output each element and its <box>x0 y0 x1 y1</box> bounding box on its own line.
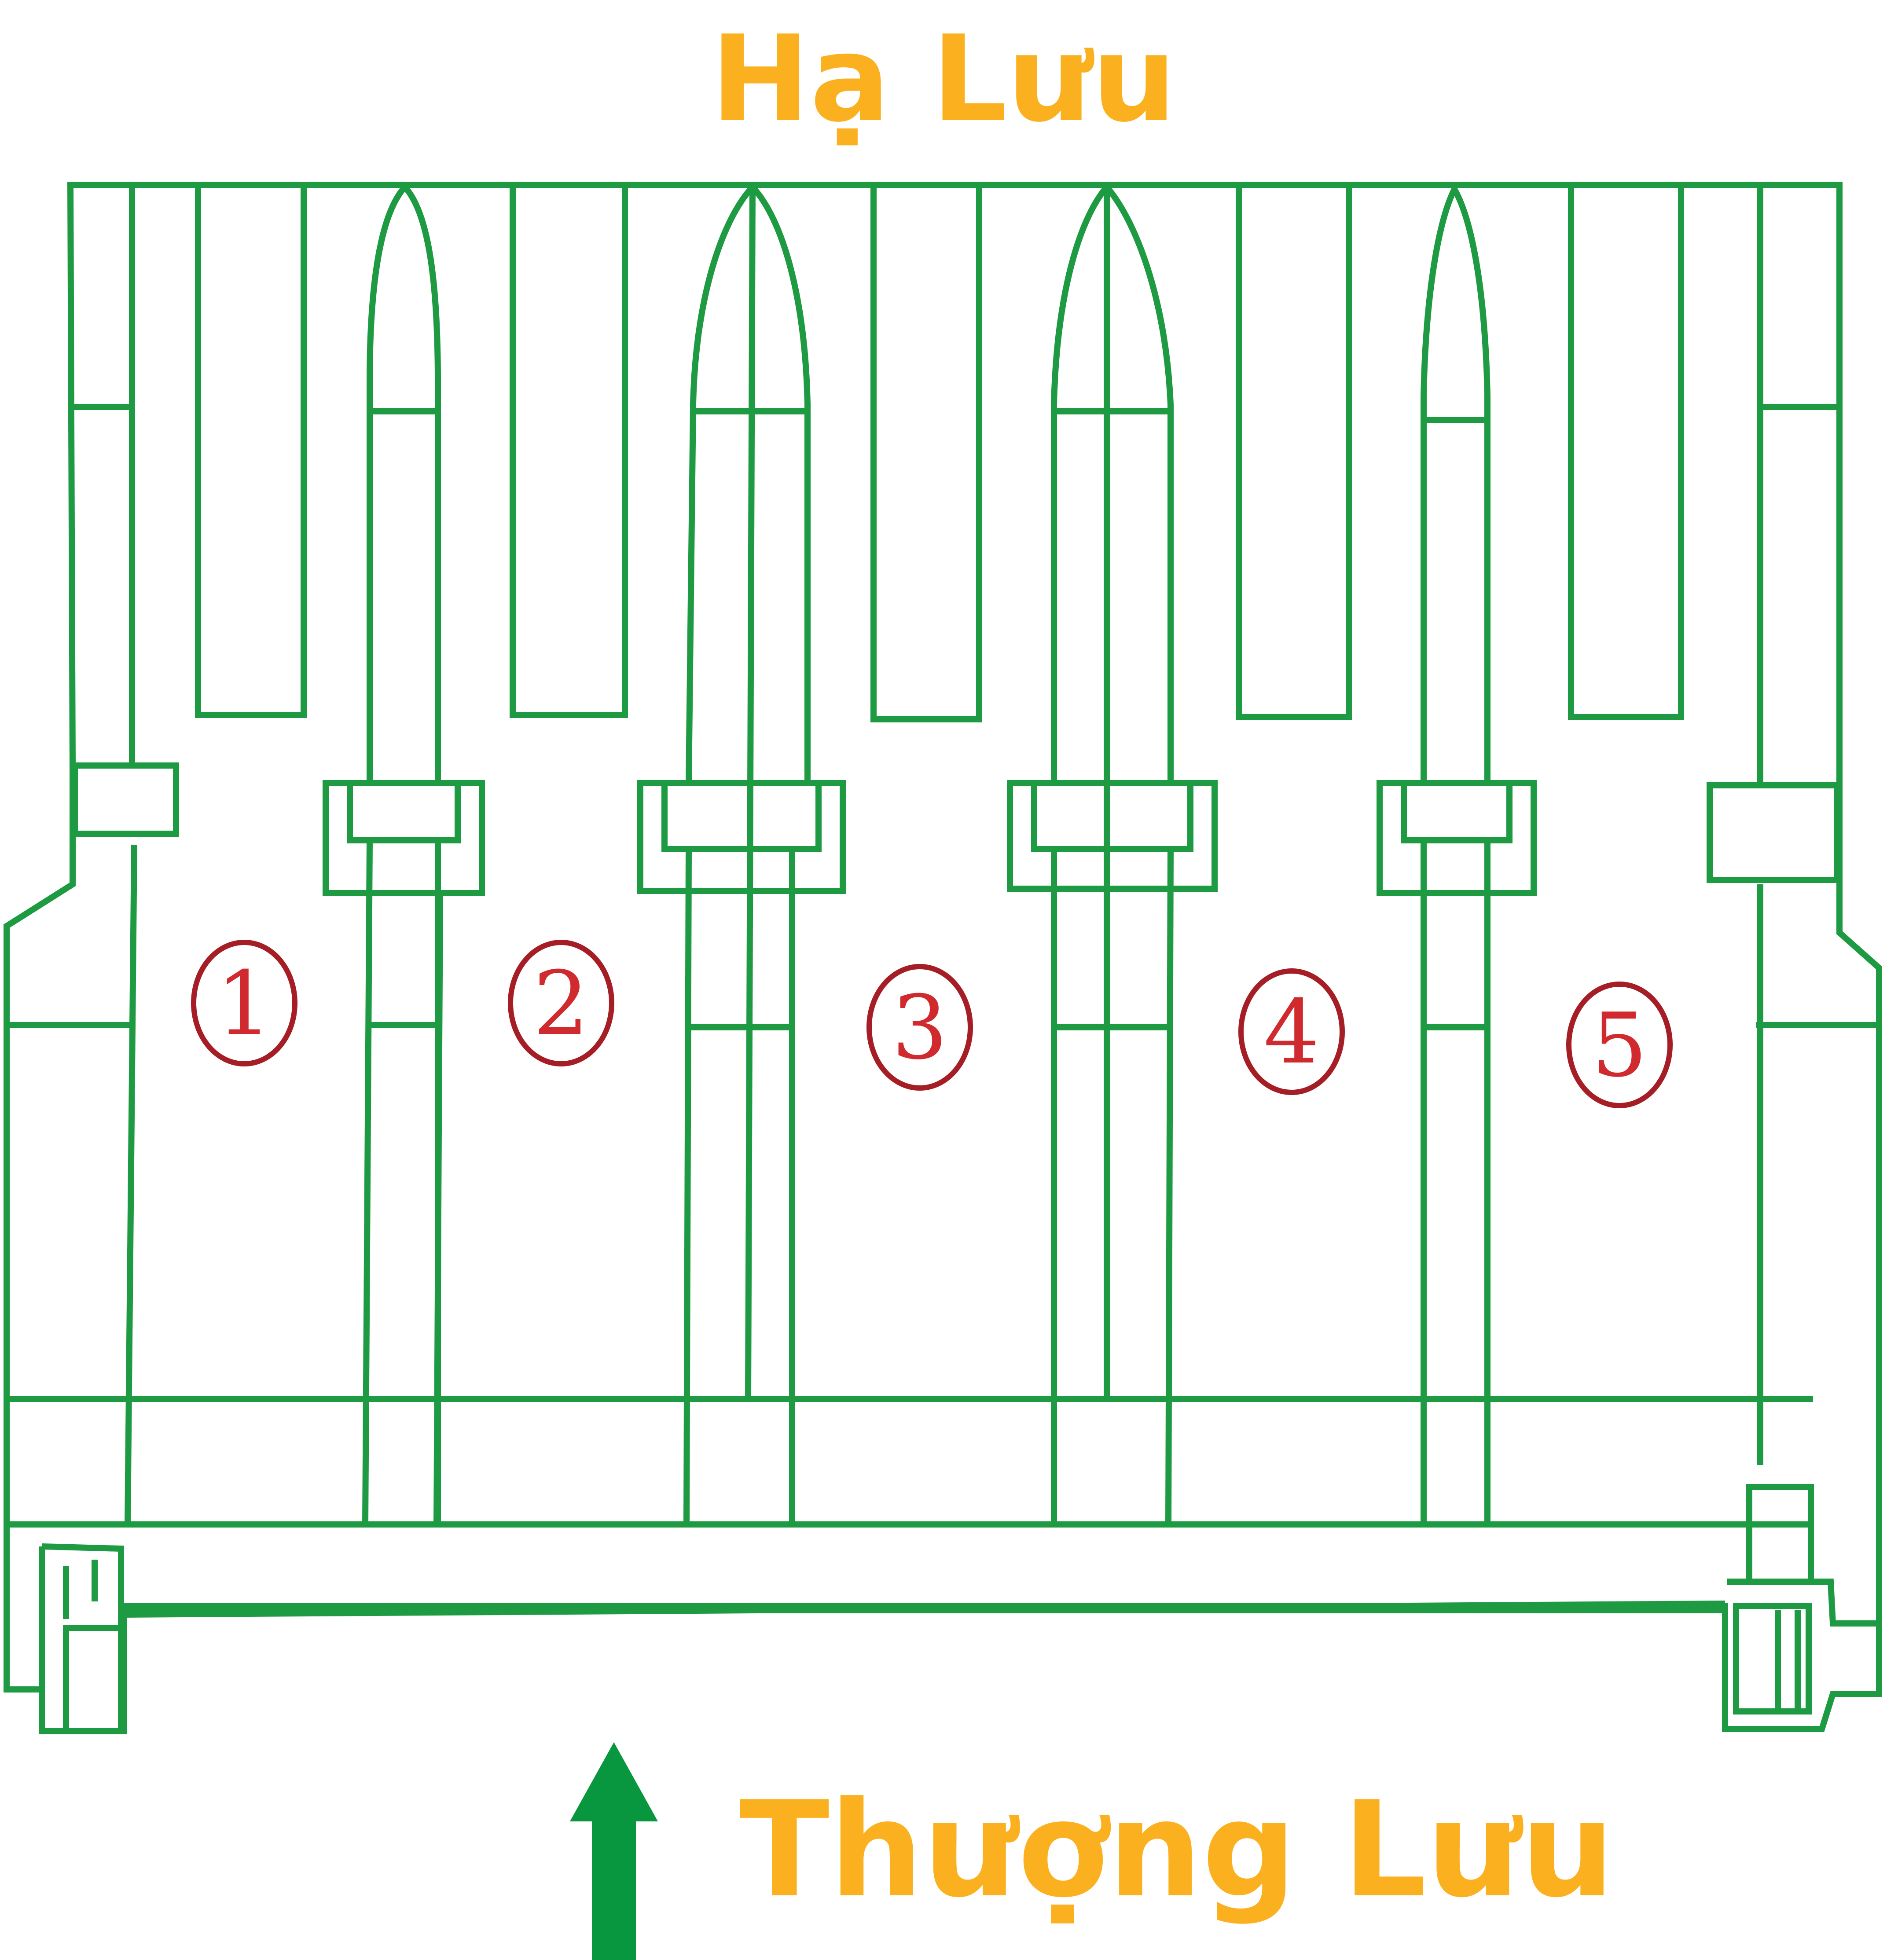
bay-number-1-text: 1 <box>216 953 272 1055</box>
dam-outline <box>4 182 1882 1734</box>
bay-number-4: 4 <box>1238 968 1345 1095</box>
bay-number-5: 5 <box>1566 982 1673 1108</box>
bay-number-2-text: 2 <box>533 953 589 1055</box>
upstream-label: Thượng Lưu <box>739 1773 1615 1927</box>
bay-number-2: 2 <box>508 940 614 1066</box>
bay-number-3-text: 3 <box>892 977 947 1079</box>
arrow-up-icon <box>570 1742 658 1960</box>
bay-number-list: 1 2 3 4 5 <box>191 940 1673 1108</box>
bay-number-1: 1 <box>191 940 297 1066</box>
bay-number-4-text: 4 <box>1263 981 1319 1084</box>
bay-number-5-text: 5 <box>1591 994 1647 1097</box>
downstream-label: Hạ Lưu <box>710 10 1177 148</box>
bay-number-3: 3 <box>866 964 973 1091</box>
